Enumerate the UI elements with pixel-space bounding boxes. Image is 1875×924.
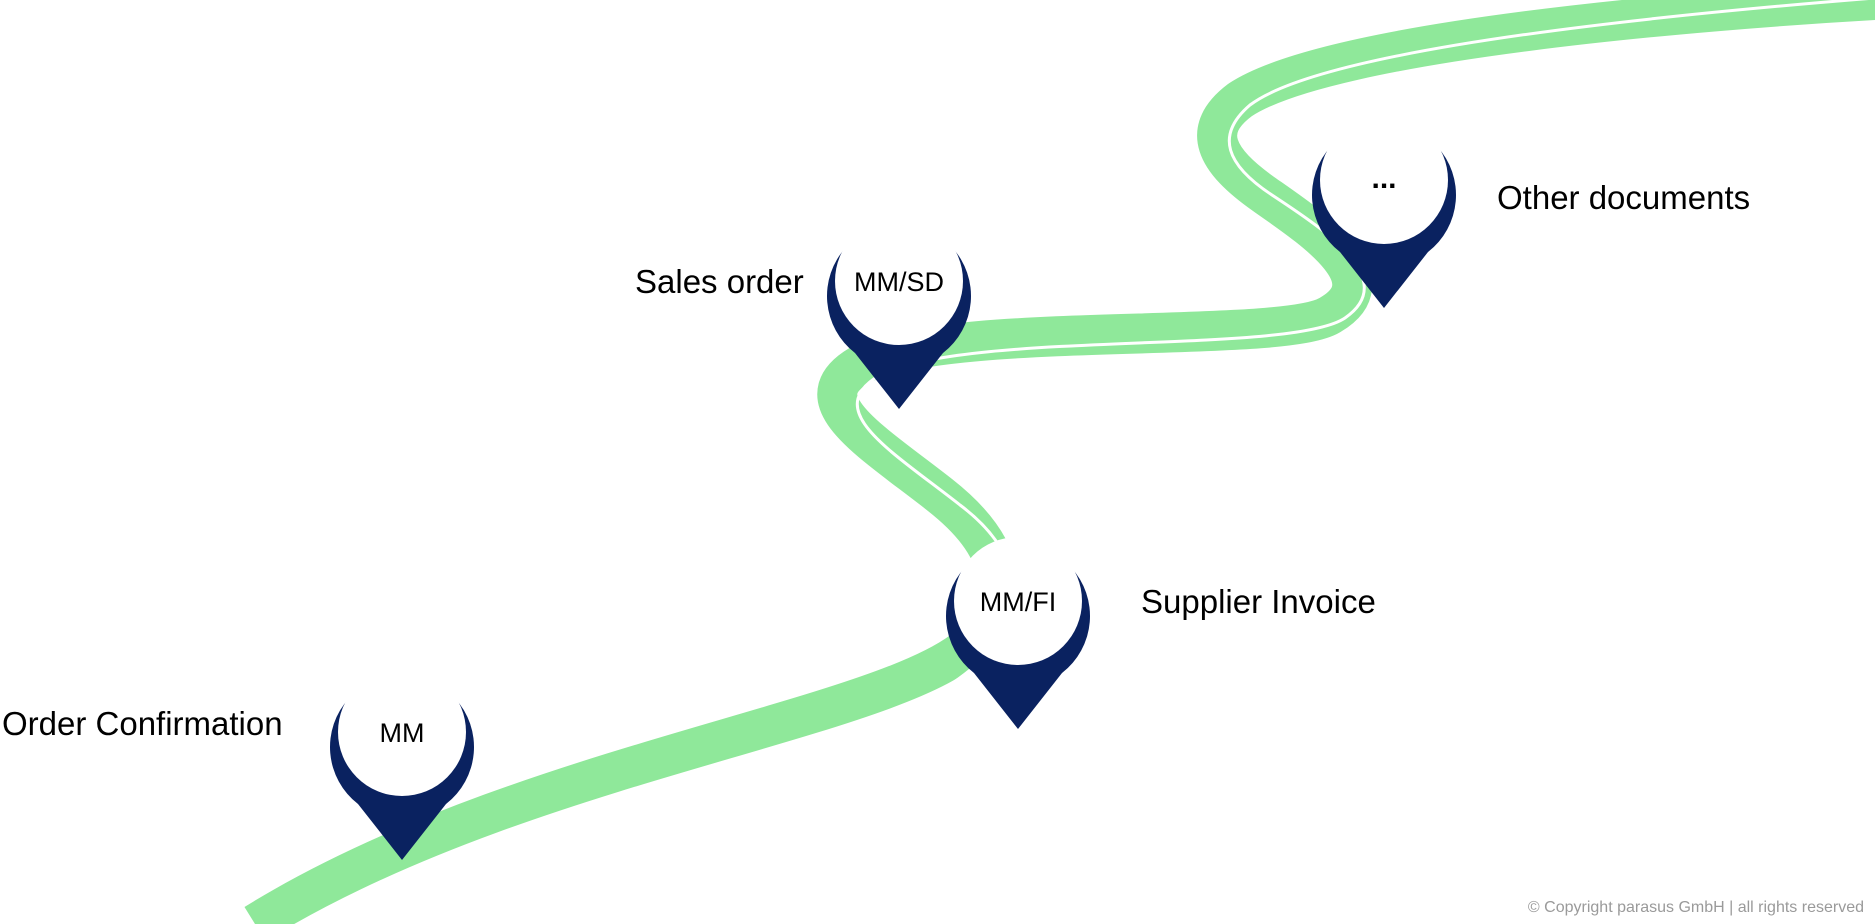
road [244,0,1875,924]
pin-sales-order: MM/SD [827,217,971,409]
sales-order-label: Sales order [635,263,804,300]
pin-code: MM [380,718,425,748]
pin-other-documents: ... [1312,116,1456,308]
pin-supplier-invoice: MM/FI [946,537,1090,729]
pin-code: MM/FI [980,587,1056,617]
pin-circle [338,668,466,796]
road-center-line [364,0,1869,924]
pin-code: ... [1371,162,1396,195]
copyright-notice: © Copyright parasus GmbH | all rights re… [1527,899,1864,916]
supplier-invoice-label: Supplier Invoice [1141,583,1376,620]
pin-circle [1320,116,1448,244]
pin-code: MM/SD [854,267,944,297]
pin-order-confirmation: MM [330,668,474,860]
order-confirmation-label: Order Confirmation [2,705,283,742]
pin-circle [835,217,963,345]
other-documents-label: Other documents [1497,179,1751,216]
pin-circle [954,537,1082,665]
